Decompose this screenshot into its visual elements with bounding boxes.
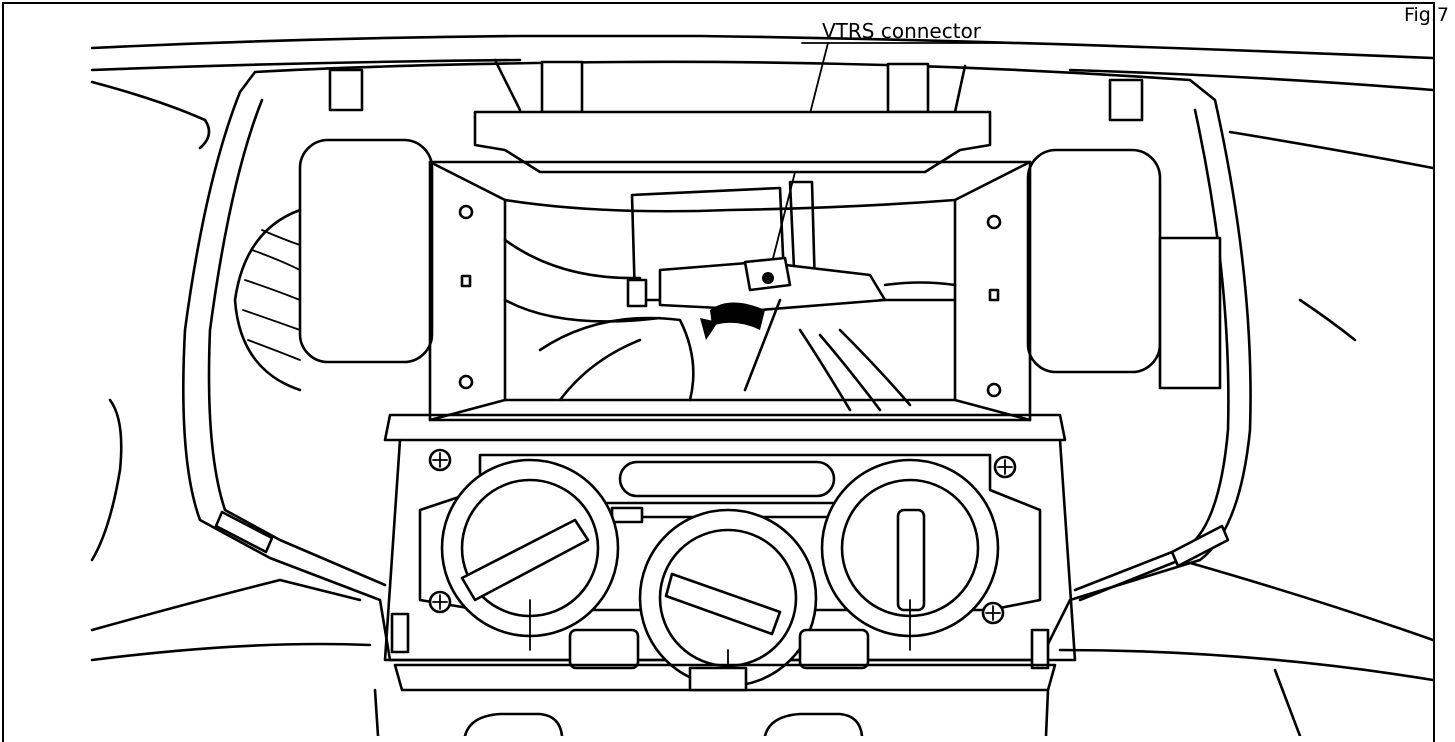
left-vent-duct-ribs (243, 230, 300, 360)
side-tab-left (216, 512, 272, 552)
dash-top-edge-left (92, 60, 520, 70)
dash-lower-right-edge (1080, 560, 1433, 640)
knob-temperature[interactable] (822, 460, 998, 636)
mount-hole-4 (988, 384, 1000, 396)
left-vent-duct (235, 210, 300, 390)
top-clip-hooks (495, 60, 965, 112)
dash-left-panel-curve (92, 400, 121, 560)
figure-number: Fig.7 (1403, 4, 1449, 26)
center-bezel-inner-right (1075, 110, 1228, 590)
mount-hole-3 (988, 216, 1000, 228)
plug-black-2 (700, 318, 718, 340)
connector-dot-marker (762, 272, 774, 284)
panel-slot-left (570, 630, 638, 668)
top-clip-2 (542, 62, 582, 112)
top-clip-3 (888, 64, 928, 112)
top-clip-1 (330, 70, 362, 110)
right-vent-duct (1160, 238, 1220, 388)
mount-hole-2 (460, 376, 472, 388)
bay-back-top (505, 200, 955, 211)
center-bezel-outer (183, 62, 1250, 660)
mount-hole-1 (460, 206, 472, 218)
top-clip-4 (1110, 80, 1142, 120)
bay-bottom-ledge (385, 415, 1065, 440)
panel-clip-left (392, 614, 408, 652)
screw-icon (430, 592, 450, 612)
dash-left-curve (92, 82, 209, 148)
panel-slot-right (800, 630, 868, 668)
right-air-vent (1028, 150, 1160, 372)
screw-icon (983, 603, 1003, 623)
console-latch (690, 668, 746, 690)
dash-top-edge-right (1070, 70, 1433, 90)
cable-clip (628, 280, 646, 306)
dash-lower-left-edge (92, 580, 360, 630)
dash-top-edge (92, 36, 1433, 58)
screw-icon (430, 450, 450, 470)
mount-slot-right (990, 290, 998, 300)
lower-vent-right (765, 714, 862, 736)
screw-icon (995, 457, 1015, 477)
side-tab-right (1172, 526, 1228, 566)
wiring-loom-right (880, 283, 955, 301)
knob-fan-speed[interactable] (442, 460, 618, 636)
climate-display-slot (620, 462, 834, 496)
left-air-vent (300, 140, 432, 362)
opening-top-lip (475, 112, 990, 172)
dash-right-panel-curve (1300, 300, 1355, 340)
climate-slider-knob[interactable] (612, 508, 642, 522)
dash-lower-left-edge-2 (92, 644, 370, 660)
center-bezel-inner-left (209, 100, 385, 585)
wiring-cables (745, 300, 910, 410)
lower-vent-left (465, 714, 562, 736)
wiring-harness-left (540, 318, 693, 400)
plug-black-1 (710, 302, 765, 330)
panel-clip-right (1032, 630, 1048, 668)
mount-slot-left (462, 276, 470, 286)
lower-console-edges (375, 670, 1300, 736)
dash-lower-right-edge-2 (1060, 650, 1433, 680)
wiring-loom-left (505, 240, 660, 321)
dash-right-curve (1230, 132, 1433, 168)
